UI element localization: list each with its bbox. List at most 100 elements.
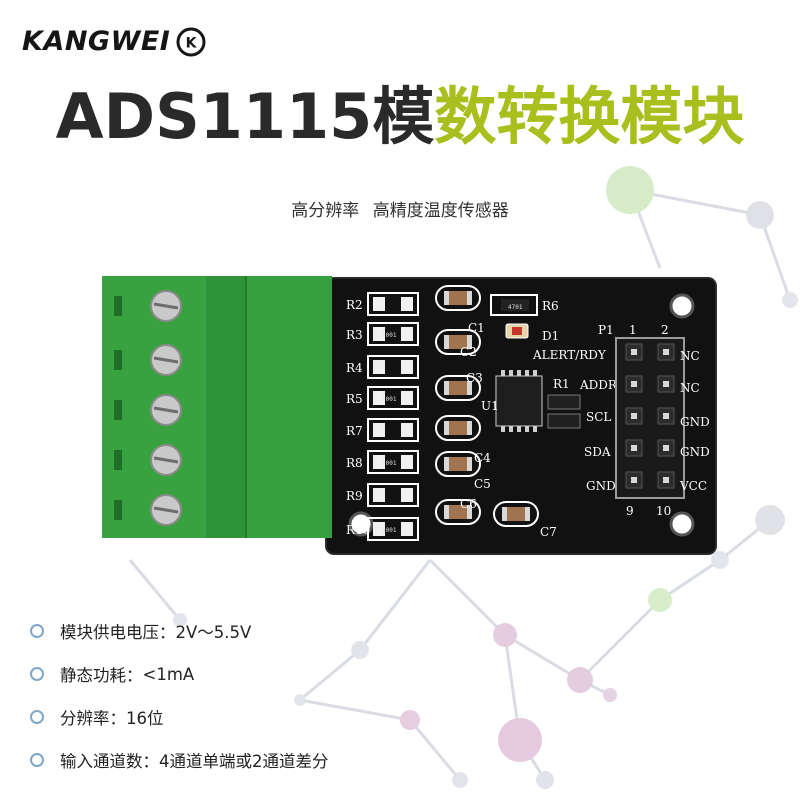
resistor-pad	[401, 391, 413, 405]
resistor-label: R8	[346, 456, 363, 470]
pin-label-left: ALERT/RDY	[532, 348, 607, 362]
pin-label-right: VCC	[679, 479, 707, 493]
resistor-pad	[401, 455, 413, 469]
resistor-pad	[373, 391, 385, 405]
header-number-1: 1	[629, 323, 637, 337]
u1-label: U1	[481, 399, 499, 413]
pin-label-left: SDA	[584, 445, 611, 459]
resistor-label: R4	[346, 361, 363, 375]
capacitor-label: C4	[474, 451, 491, 465]
resistor-outline	[367, 517, 419, 541]
capacitor-body	[444, 381, 472, 395]
brand-logo: KANGWEI K	[22, 26, 206, 57]
r1-label: R1	[553, 377, 570, 391]
resistor-pad	[401, 297, 413, 311]
spec-item-channels: 输入通道数：4通道单端或2通道差分	[30, 749, 329, 771]
pin-label-right: NC	[680, 381, 700, 395]
p1-label: P1	[598, 323, 614, 337]
resistor-code: 1001	[382, 527, 397, 534]
resistor-pad	[401, 423, 413, 437]
resistor-pad	[401, 488, 413, 502]
r6-label: R6	[542, 299, 559, 313]
capacitor-outline	[493, 501, 539, 527]
resistor-code: 1001	[382, 396, 397, 403]
capacitor-outline	[435, 285, 481, 311]
resistor-label: R7	[346, 424, 363, 438]
capacitor-body	[444, 505, 472, 519]
resistor-label: R10	[346, 523, 370, 537]
spec-item-power: 静态功耗：<1mA	[30, 663, 329, 685]
pin-label-right: NC	[680, 349, 700, 363]
spec-value: 2V～5.5V	[175, 623, 252, 642]
resistor-outline	[367, 450, 419, 474]
capacitor-label: C2	[460, 345, 477, 359]
resistor-outline	[367, 322, 419, 346]
spec-label: 静态功耗：	[60, 666, 143, 685]
brand-mark-letter: K	[186, 35, 198, 51]
resistor-outline	[367, 483, 419, 507]
pin-label-left: ADDR	[579, 378, 618, 392]
circle-bullet-icon	[30, 624, 44, 638]
capacitor-label: C3	[466, 371, 483, 385]
capacitor-outline	[435, 415, 481, 441]
resistor-pad	[401, 360, 413, 374]
circle-bullet-icon	[30, 667, 44, 681]
title-part-black: ADS1115模	[55, 80, 435, 153]
capacitor-body	[444, 421, 472, 435]
mount-hole	[669, 511, 695, 537]
kw-logo-icon: K	[176, 27, 206, 56]
resistor-pad	[373, 360, 385, 374]
spec-value: 16位	[126, 709, 164, 728]
spec-value: <1mA	[142, 664, 195, 684]
resistor-label: R3	[346, 328, 363, 342]
header-number-9: 9	[626, 504, 634, 518]
subtitle: 高分辨率 高精度温度传感器	[291, 201, 509, 221]
resistor-pad	[373, 488, 385, 502]
pin-label-right: GND	[680, 445, 710, 459]
resistor-outline	[367, 292, 419, 316]
spec-item-resolution: 分辨率：16位	[30, 706, 329, 728]
resistor-pad	[373, 423, 385, 437]
resistor-pad	[401, 327, 413, 341]
brand-name: KANGWEI	[22, 26, 171, 57]
capacitor-outline	[435, 329, 481, 355]
capacitor-body	[444, 291, 472, 305]
spec-label: 输入通道数：	[60, 752, 159, 771]
resistor-pad	[373, 297, 385, 311]
resistor-code: 1001	[382, 332, 397, 339]
resistor-outline	[367, 355, 419, 379]
resistor-pad	[373, 522, 385, 536]
resistor-outline	[367, 418, 419, 442]
capacitor-label: C5	[474, 477, 491, 491]
page-title: ADS1115模数转换模块	[0, 86, 800, 148]
header-number-2: 2	[661, 323, 669, 337]
capacitor-label: C7	[540, 525, 557, 539]
capacitor-body	[502, 507, 530, 521]
pin-label-right: GND	[680, 415, 710, 429]
spec-list: 模块供电电压：2V～5.5V 静态功耗：<1mA 分辨率：16位 输入通道数：4…	[30, 620, 329, 792]
spec-item-voltage: 模块供电电压：2V～5.5V	[30, 620, 329, 642]
circle-bullet-icon	[30, 753, 44, 767]
capacitor-body	[444, 457, 472, 471]
capacitor-outline	[435, 499, 481, 525]
pin-label-left: SCL	[586, 410, 611, 424]
spec-label: 模块供电电压：	[60, 623, 176, 642]
resistor-label: R9	[346, 489, 363, 503]
resistor-pad	[373, 327, 385, 341]
u1-chip	[495, 375, 543, 427]
spec-value: 4通道单端或2通道差分	[159, 752, 329, 771]
header-number-10: 10	[656, 504, 671, 518]
led-code: 4701	[508, 304, 523, 311]
circle-bullet-icon	[30, 710, 44, 724]
resistor-label: R5	[346, 392, 363, 406]
resistor-code: 1001	[382, 460, 397, 467]
pin-label-left: GND	[586, 479, 616, 493]
capacitor-outline	[435, 375, 481, 401]
resistor-label: R2	[346, 298, 363, 312]
mount-hole	[669, 293, 695, 319]
mount-hole	[348, 511, 374, 537]
d1-label: D1	[542, 329, 559, 343]
title-part-green: 数转换模块	[434, 80, 745, 153]
